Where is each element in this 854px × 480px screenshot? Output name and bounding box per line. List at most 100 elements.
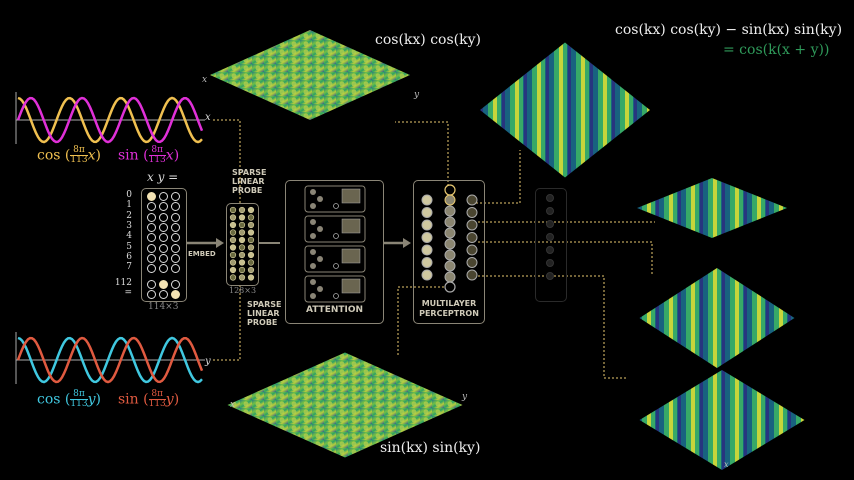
- probe-to-y-wire: [212, 285, 241, 361]
- one-hot-cell: [159, 264, 168, 274]
- mlp-neuron: [466, 207, 478, 218]
- unembed-unit-faded: [546, 194, 554, 202]
- row-label: =: [124, 288, 132, 298]
- one-hot-cell: [159, 243, 168, 253]
- one-hot-cell: [147, 212, 156, 222]
- embedding-unit: [238, 221, 246, 229]
- embedding-unit: [229, 236, 237, 244]
- embedding-shape: 128×3: [229, 286, 257, 295]
- embedding-unit: [238, 274, 246, 281]
- one-hot-cell: [171, 222, 180, 232]
- row-label: 112: [114, 278, 132, 288]
- unembed-unit-faded: [546, 207, 554, 215]
- input-shape: 114×3: [148, 302, 179, 312]
- row-label: 7: [126, 262, 132, 273]
- unembed-box-faded: [535, 188, 567, 302]
- one-hot-cell: [171, 212, 180, 222]
- surface-cos-sum: [480, 42, 650, 178]
- embedding-unit: [247, 236, 255, 244]
- network-graphics: [186, 184, 554, 303]
- attention-node: [310, 279, 316, 285]
- mlp-neuron: [466, 219, 478, 231]
- dotted-connectors: [212, 119, 655, 379]
- input-matrix: [141, 188, 187, 302]
- embedding-unit: [229, 206, 237, 214]
- surface-top-left-label: cos(kx) cos(ky): [375, 32, 481, 48]
- embed-label: EMBED: [188, 250, 216, 258]
- embedding-unit: [247, 221, 255, 229]
- embedding-unit: [229, 244, 237, 251]
- x-axis-label: x: [205, 112, 211, 123]
- row-label: 5: [126, 241, 132, 252]
- attention-head: [304, 215, 366, 243]
- embedding-unit: [238, 214, 246, 221]
- one-hot-cell: [159, 222, 168, 232]
- mlp-neuron: [421, 244, 433, 256]
- attention-node: [310, 219, 316, 225]
- mlp-to-bottom-wire: [397, 286, 448, 355]
- embedding-unit: [229, 266, 237, 274]
- attention-multiply: [333, 233, 339, 239]
- mlp-to-top-left-wire: [395, 121, 449, 186]
- row-label: 0: [126, 190, 132, 200]
- mlp-neuron: [421, 194, 433, 206]
- mlp-neuron: [444, 216, 456, 228]
- embedding-unit: [247, 266, 255, 274]
- attention-multiply: [333, 203, 339, 209]
- input-header: x y =: [147, 170, 179, 184]
- unembed-unit-faded: [546, 233, 554, 241]
- attention-node: [317, 196, 323, 202]
- attention-head: [304, 275, 366, 303]
- attention-label: ATTENTION: [305, 305, 364, 315]
- attention-pattern: [341, 218, 361, 234]
- one-hot-cell: [171, 253, 180, 263]
- unembed-unit-faded: [546, 246, 554, 254]
- attention-multiply: [333, 293, 339, 299]
- cos-y-wave: [17, 336, 203, 384]
- mlp-neuron: [444, 249, 456, 261]
- mlp-neuron: [466, 244, 478, 256]
- one-hot-cell: [159, 212, 168, 222]
- one-hot-cell: [147, 233, 156, 243]
- row-label: 1: [126, 200, 132, 211]
- mlp-neuron: [421, 219, 433, 231]
- sin-x-wave: [16, 96, 204, 144]
- embedding-unit: [247, 206, 255, 214]
- embedding-unit: [238, 259, 246, 266]
- embedding-unit: [229, 251, 237, 259]
- unembed-unit-faded: [546, 259, 554, 267]
- mlp-neuron: [444, 227, 456, 239]
- row-label: 6: [126, 251, 132, 262]
- mlp-neuron: [421, 269, 433, 281]
- surface-right-3: [639, 370, 805, 470]
- one-hot-cell: [171, 202, 180, 212]
- embedding-unit: [247, 214, 255, 221]
- probe-to-x-wire: [212, 119, 241, 203]
- surface-y-axis: y: [414, 90, 420, 100]
- attention-pattern: [341, 248, 361, 264]
- surface-top-right-label: cos(kx) cos(ky) − sin(kx) sin(ky): [615, 22, 843, 38]
- attention-head: [304, 185, 366, 213]
- row-label: 2: [126, 210, 132, 221]
- one-hot-cell: [159, 192, 168, 201]
- attention-node: [317, 256, 323, 262]
- embedding-unit: [238, 229, 246, 236]
- attention-head: [304, 245, 366, 273]
- one-hot-cell: [147, 280, 156, 289]
- mlp-to-top-right-wire: [472, 150, 521, 204]
- one-hot-cell: [159, 280, 168, 289]
- embedding-unit: [229, 259, 237, 266]
- embedding-unit: [247, 251, 255, 259]
- one-hot-cell: [171, 290, 180, 299]
- mlp-probe-neuron: [444, 184, 456, 196]
- embedding-unit: [238, 206, 246, 214]
- embedding-unit: [247, 229, 255, 236]
- surface-right-2: [639, 268, 795, 368]
- right-surface-x-axis: x: [724, 460, 729, 469]
- mlp-neuron: [421, 232, 433, 243]
- one-hot-cell: [147, 253, 156, 263]
